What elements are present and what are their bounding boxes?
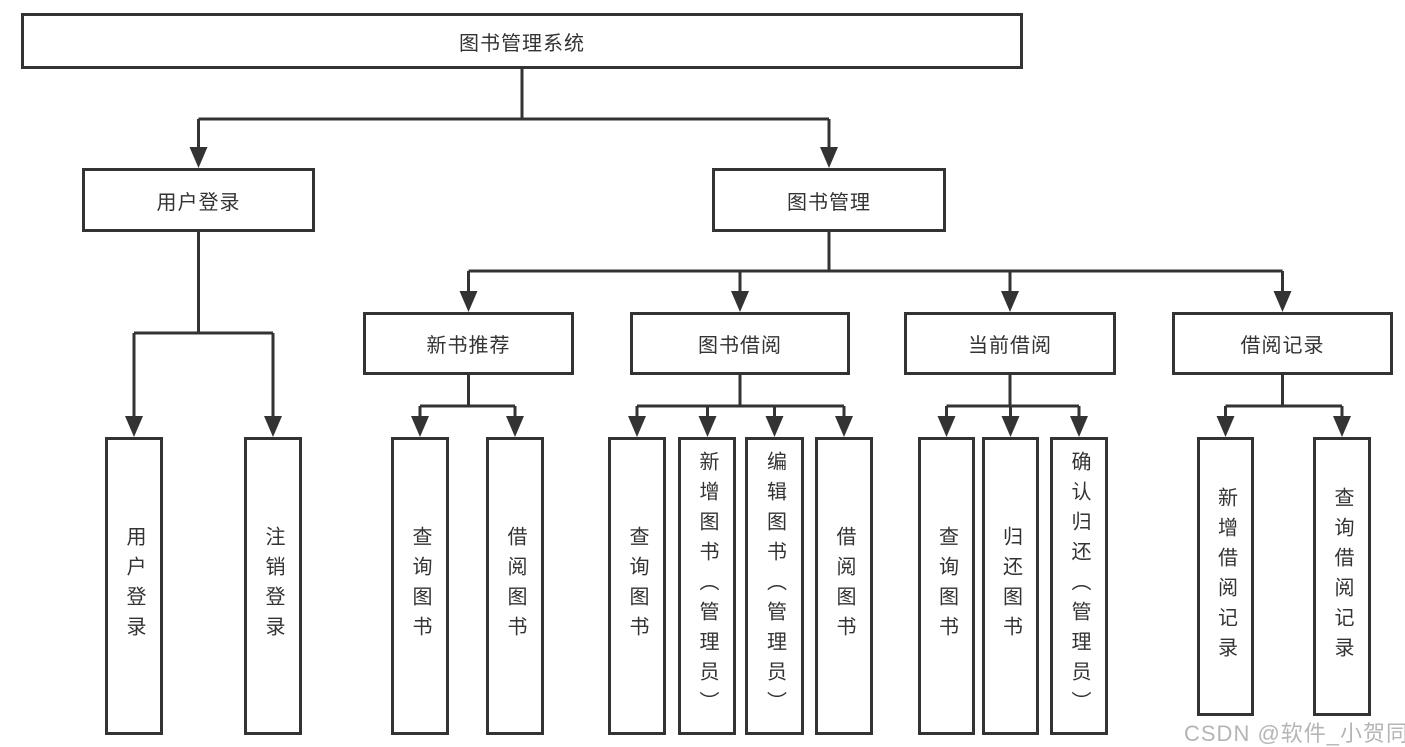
node-current-borrowing: 当前借阅 [904, 312, 1116, 375]
leaf-query-books-recommend: 查询图书 [391, 437, 449, 735]
leaf-borrow-books-recommend: 借阅图书 [486, 437, 544, 735]
node-book-management: 图书管理 [712, 168, 946, 232]
node-book-borrowing: 图书借阅 [630, 312, 850, 375]
csdn-watermark: CSDN @软件_小贺同学 [1184, 721, 1405, 746]
leaf-user-login: 用户登录 [105, 437, 163, 735]
node-root-system: 图书管理系统 [21, 13, 1023, 69]
leaf-add-books-admin: 新增图书（管理员） [678, 437, 736, 735]
leaf-add-borrow-record: 新增借阅记录 [1197, 437, 1254, 716]
leaf-logout: 注销登录 [244, 437, 302, 735]
arrowheads [125, 147, 1351, 437]
leaf-confirm-return-admin: 确认归还（管理员） [1050, 437, 1108, 735]
leaf-borrow-books: 借阅图书 [815, 437, 873, 735]
leaf-return-books: 归还图书 [982, 437, 1039, 735]
node-borrowing-records: 借阅记录 [1172, 312, 1393, 375]
leaf-query-books-borrowing: 查询图书 [608, 437, 666, 735]
leaf-edit-books-admin: 编辑图书（管理员） [745, 437, 804, 735]
node-user-login: 用户登录 [82, 168, 315, 232]
leaf-query-borrow-record: 查询借阅记录 [1313, 437, 1371, 716]
leaf-query-books-current: 查询图书 [918, 437, 975, 735]
node-new-book-recommend: 新书推荐 [363, 312, 574, 375]
